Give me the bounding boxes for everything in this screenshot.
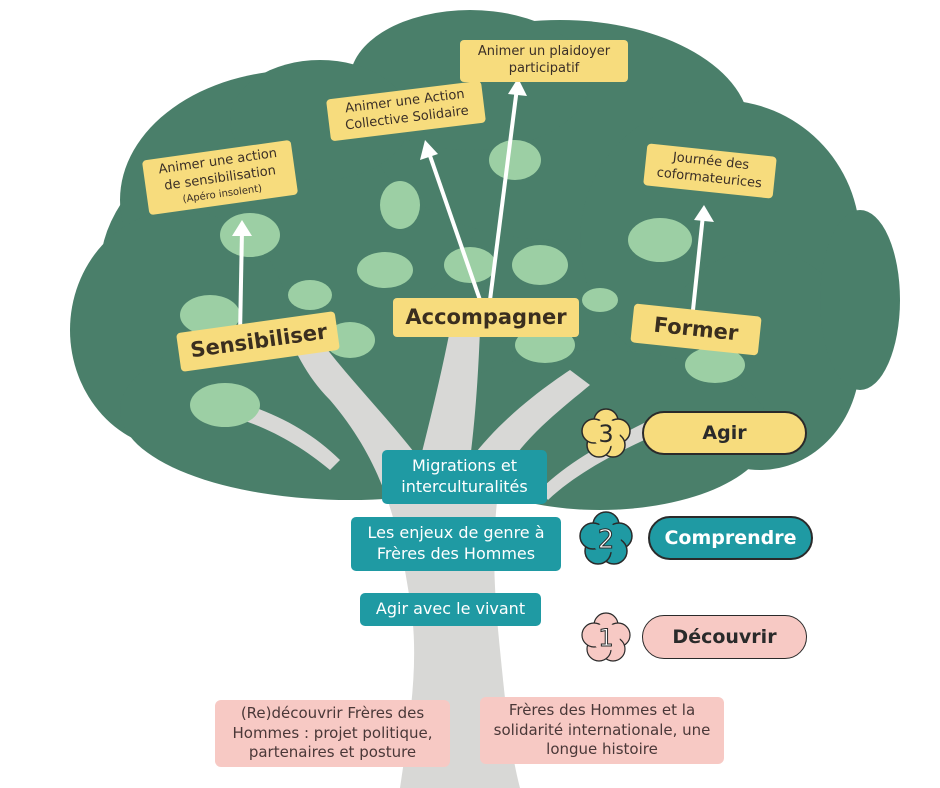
arrows	[232, 78, 714, 336]
level-pill-decouvrir: Découvrir	[642, 615, 807, 659]
label-plaidoyer: Animer un plaidoyer participatif	[460, 40, 628, 82]
theme-vivant: Agir avec le vivant	[360, 593, 541, 626]
level-number-2: 2	[598, 525, 615, 555]
arrow-action-collective	[426, 149, 482, 301]
level-pill-comprendre: Comprendre	[648, 516, 813, 560]
level-number-3: 3	[598, 420, 613, 448]
root-redecouvrir: (Re)découvrir Frères des Hommes : projet…	[215, 700, 450, 767]
arrow-sensibiliser	[238, 229, 244, 336]
theme-genre: Les enjeux de genre à Frères des Hommes	[351, 517, 561, 571]
level-badge-3	[581, 408, 631, 458]
theme-migrations: Migrations et interculturalités	[382, 450, 547, 504]
arrow-plaidoyer	[488, 87, 519, 301]
level-badge-2	[579, 511, 633, 565]
level-pill-agir: Agir	[642, 411, 807, 455]
branch-accompagner: Accompagner	[393, 298, 579, 338]
arrow-former	[691, 214, 705, 311]
level-badge-1	[581, 612, 631, 662]
root-histoire: Frères des Hommes et la solidarité inter…	[480, 697, 724, 764]
level-number-1: 1	[598, 624, 613, 652]
